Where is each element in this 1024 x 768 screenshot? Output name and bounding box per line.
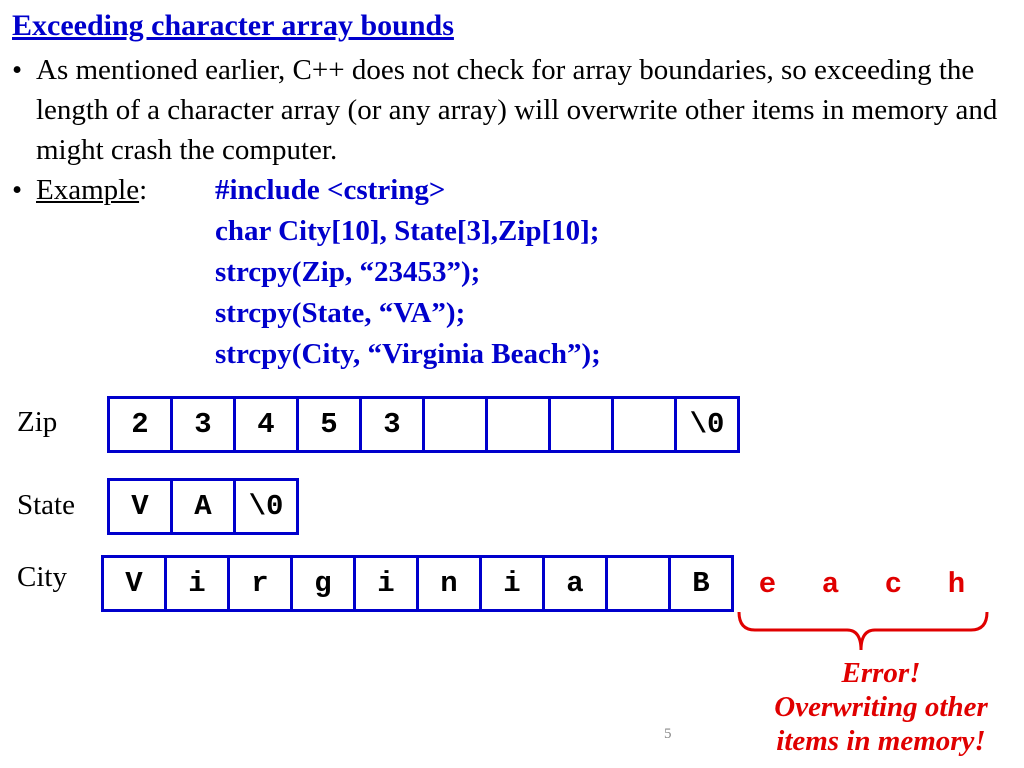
array-cell [551, 399, 614, 450]
array-cell: \0 [248, 490, 284, 523]
error-message: Error! Overwriting other items in memory… [746, 656, 1016, 758]
page-number: 5 [664, 726, 672, 742]
array-cell: r [230, 558, 293, 609]
code-block: #include <cstring> char City[10], State[… [215, 170, 601, 375]
array-cell: \0 [689, 408, 725, 441]
bullet-description-text: As mentioned earlier, C++ does not check… [36, 54, 998, 166]
array-cell: 4 [236, 399, 299, 450]
overflow-char: c [884, 567, 903, 601]
city-label: City [17, 561, 67, 593]
bullet-marker: • [12, 174, 23, 206]
array-cell: V [104, 558, 167, 609]
bullet-marker: • [12, 54, 23, 86]
zip-array: 2 3 4 5 3 \0 [107, 396, 740, 453]
city-array: V i r g i n i a B [101, 555, 734, 612]
array-cell: 5 [299, 399, 362, 450]
array-cell: i [167, 558, 230, 609]
overflow-characters: e a c h [736, 562, 988, 606]
code-line: char City[10], State[3],Zip[10]; [215, 215, 600, 247]
error-line: Overwriting other [774, 691, 988, 723]
error-line: Error! [841, 657, 921, 689]
array-cell [614, 399, 677, 450]
overflow-char: h [947, 567, 966, 601]
array-cell: a [545, 558, 608, 609]
array-cell [425, 399, 488, 450]
array-cell [608, 558, 671, 609]
array-cell: B [692, 567, 710, 600]
example-label-text: Example [36, 174, 140, 206]
zip-label: Zip [17, 406, 58, 438]
array-cell: i [482, 558, 545, 609]
example-label: Example: [36, 170, 147, 210]
array-cell: i [356, 558, 419, 609]
array-cell: g [293, 558, 356, 609]
overflow-char: a [821, 567, 840, 601]
array-cell: A [173, 481, 236, 532]
error-line: items in memory! [776, 725, 986, 757]
code-line: strcpy(State, “VA”); [215, 297, 466, 329]
curly-brace-icon [737, 611, 989, 651]
array-cell: V [110, 481, 173, 532]
array-cell: 3 [362, 399, 425, 450]
state-label: State [17, 489, 75, 521]
code-line: strcpy(City, “Virginia Beach”); [215, 338, 601, 370]
slide-title: Exceeding character array bounds [12, 9, 454, 42]
example-label-colon: : [139, 174, 148, 206]
state-array: V A \0 [107, 478, 299, 535]
overflow-char: e [758, 567, 777, 601]
code-line: #include <cstring> [215, 174, 446, 206]
array-cell [488, 399, 551, 450]
array-cell: 3 [173, 399, 236, 450]
code-line: strcpy(Zip, “23453”); [215, 256, 481, 288]
array-cell: n [419, 558, 482, 609]
array-cell: 2 [110, 399, 173, 450]
